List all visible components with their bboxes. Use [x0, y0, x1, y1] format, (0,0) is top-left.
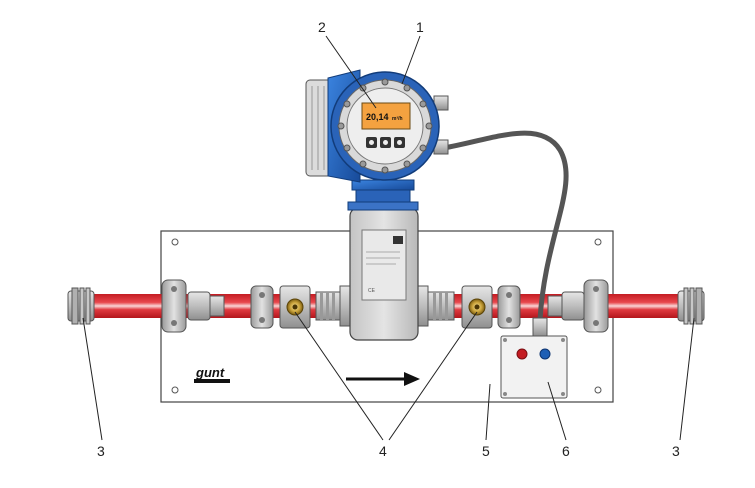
flow-arrow-icon	[346, 372, 420, 386]
blue-socket-icon	[539, 348, 551, 360]
callout-6: 6	[562, 443, 570, 459]
display-value: 20,14	[366, 112, 389, 122]
callout-4: 4	[379, 443, 387, 459]
svg-text:gunt: gunt	[195, 365, 225, 380]
plate-screw	[171, 238, 179, 246]
callout-2: 2	[318, 19, 326, 35]
red-socket-icon	[516, 348, 528, 360]
svg-text:CE: CE	[368, 288, 376, 294]
left-hose-connector	[67, 287, 95, 325]
pipe-clamp	[161, 279, 187, 333]
signal-cable	[441, 130, 569, 323]
gunt-logo: gunt	[194, 365, 230, 383]
meter-coupling-right	[417, 285, 455, 327]
pressure-tap-left	[250, 285, 311, 329]
plate-screw	[594, 386, 602, 394]
pressure-tap-right	[461, 285, 521, 329]
flow-display: 20,14 m³/h	[361, 102, 411, 148]
brand-icon	[393, 236, 403, 244]
terminal-box	[500, 317, 568, 399]
callout-3-right: 3	[672, 443, 680, 459]
plate-screw	[594, 238, 602, 246]
callout-3-left: 3	[97, 443, 105, 459]
plate-screw	[171, 386, 179, 394]
pipe-clamp	[583, 279, 609, 333]
display-unit: m³/h	[392, 116, 403, 122]
transmitter-neck	[347, 179, 419, 211]
union-fitting	[547, 291, 585, 321]
union-fitting	[187, 291, 225, 321]
right-hose-connector	[677, 287, 705, 325]
flowmeter-sensor-body: CE	[349, 207, 419, 341]
meter-coupling-left	[315, 285, 351, 327]
callout-5: 5	[482, 443, 490, 459]
leader-lines	[82, 35, 695, 441]
callout-1: 1	[416, 19, 424, 35]
